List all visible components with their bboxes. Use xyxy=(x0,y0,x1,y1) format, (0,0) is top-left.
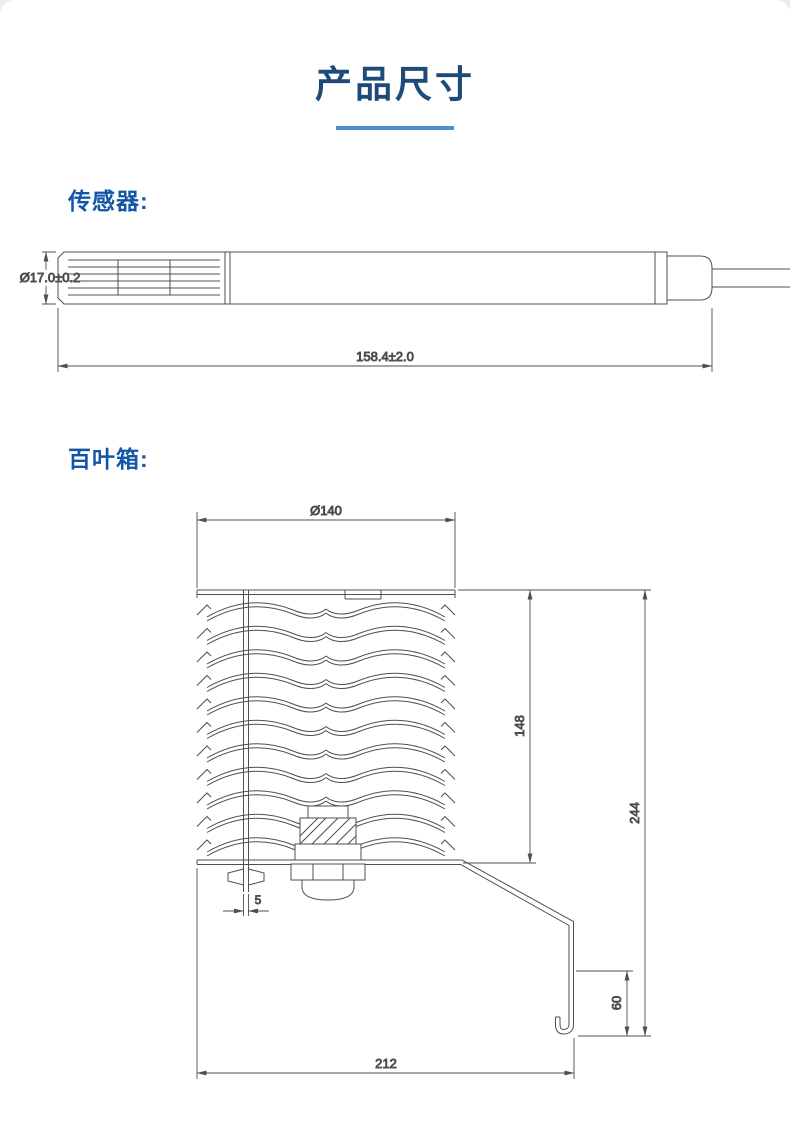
title-underline-bar xyxy=(336,126,454,130)
dim-rod-gap: 5 xyxy=(223,893,269,916)
bracket-drop-value: 60 xyxy=(609,996,624,1010)
dim-base-width: 212 xyxy=(196,868,575,1079)
center-rod xyxy=(243,590,249,864)
dim-louver-height: 148 xyxy=(458,589,651,864)
sensor-length-value: 158.4±2.0 xyxy=(356,349,414,364)
page-title: 产品尺寸 xyxy=(315,64,475,105)
sensor-probe-outline xyxy=(57,251,790,305)
louver-diameter-value: Ø140 xyxy=(310,503,342,518)
mounting-bracket xyxy=(196,859,574,1035)
rod-gap-value: 5 xyxy=(255,893,262,907)
louver-stack xyxy=(196,589,456,857)
dim-sensor-diameter: Ø17.0±0.2 xyxy=(19,251,81,305)
sensor-drawing: Ø17.0±0.2 158.4±2.0 xyxy=(19,251,790,372)
sensor-cable xyxy=(712,268,790,288)
dim-total-height: 244 xyxy=(578,589,651,1037)
cable-gland xyxy=(290,805,366,901)
sensor-section-label: 传感器: xyxy=(68,188,149,214)
dim-louver-diameter: Ø140 xyxy=(196,503,456,588)
sensor-diameter-value: Ø17.0±0.2 xyxy=(20,270,81,285)
dim-sensor-length: 158.4±2.0 xyxy=(57,308,713,372)
base-width-value: 212 xyxy=(375,1056,397,1071)
total-height-value: 244 xyxy=(627,802,642,824)
sensor-filter-cap xyxy=(57,251,226,305)
louver-box-drawing: Ø140 148 244 60 5 xyxy=(196,503,651,1079)
louver-height-value: 148 xyxy=(512,715,527,737)
dim-bracket-drop: 60 xyxy=(576,970,633,1037)
louver-section-label: 百叶箱: xyxy=(68,446,149,472)
wing-nut xyxy=(227,864,265,892)
